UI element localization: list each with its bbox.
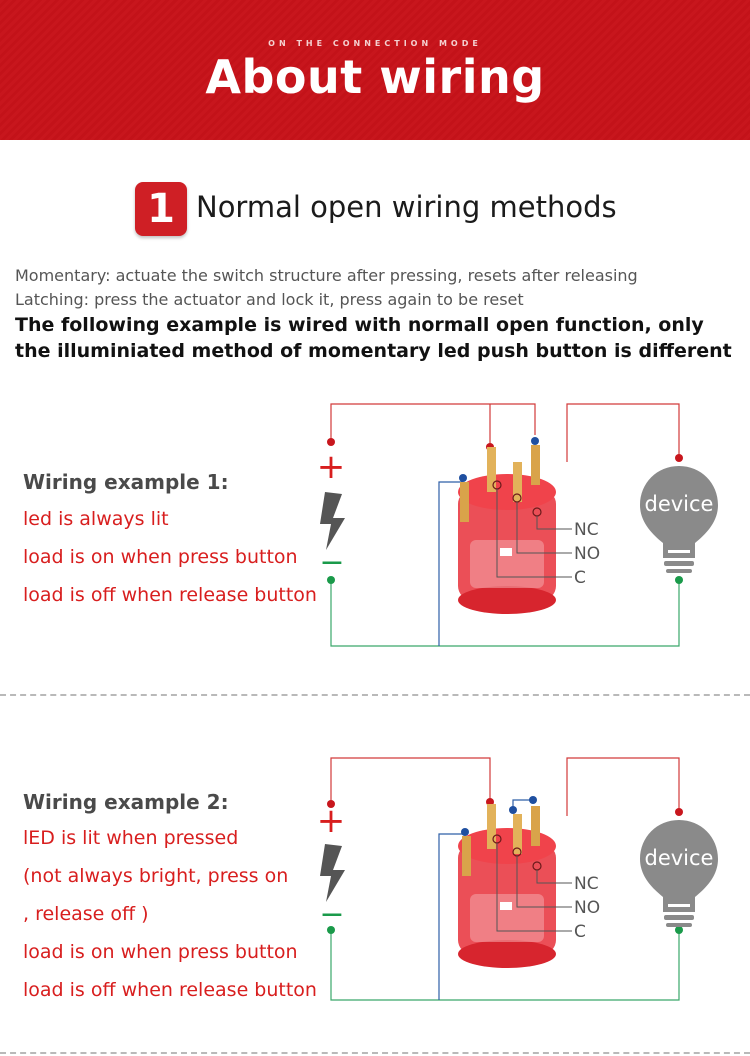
device-terminal-bottom bbox=[675, 926, 683, 934]
device-terminal-top bbox=[675, 808, 683, 816]
terminal-label-nc: NC bbox=[574, 520, 599, 540]
pin-dot-blue-2 bbox=[509, 806, 517, 814]
terminal-label-no: NO bbox=[574, 898, 600, 918]
red-wire-device bbox=[566, 403, 680, 462]
push-button-switch bbox=[458, 445, 572, 614]
section-divider-2 bbox=[0, 1052, 750, 1054]
example-2-line-4: load is on when press button bbox=[23, 941, 298, 963]
terminal-label-no: NO bbox=[574, 544, 600, 564]
wiring-diagram-1: + − NC NO C device bbox=[317, 403, 718, 647]
terminal-label-nc: NC bbox=[574, 874, 599, 894]
plus-sign: + bbox=[317, 801, 346, 841]
power-plus-terminal bbox=[327, 438, 335, 446]
section-divider-1 bbox=[0, 694, 750, 696]
section-number-badge: 1 bbox=[135, 182, 187, 236]
example-1-line-2: load is on when press button bbox=[23, 546, 298, 568]
example-2-line-2: (not always bright, press on bbox=[23, 865, 289, 887]
red-wire-top bbox=[330, 403, 536, 440]
wiring-diagram-2: + − NC NO C device bbox=[317, 757, 718, 1001]
device-terminal-bottom bbox=[675, 576, 683, 584]
example-1-title: Wiring example 1: bbox=[23, 470, 229, 494]
plus-sign: + bbox=[317, 447, 346, 487]
green-wire bbox=[330, 930, 680, 1001]
example-2-line-1: lED is lit when pressed bbox=[23, 827, 239, 849]
pin-dot-blue-3 bbox=[529, 796, 537, 804]
example-1-line-1: led is always lit bbox=[23, 508, 169, 530]
blue-wire bbox=[438, 833, 465, 1000]
wiring-note: The following example is wired with norm… bbox=[15, 314, 732, 362]
power-minus-terminal bbox=[327, 926, 335, 934]
blue-wire bbox=[438, 481, 463, 646]
example-2-line-5: load is off when release button bbox=[23, 979, 317, 1001]
minus-sign: − bbox=[319, 897, 344, 932]
power-plus-terminal bbox=[327, 800, 335, 808]
red-wire-top bbox=[330, 757, 491, 802]
device-label: device bbox=[645, 846, 714, 870]
pin-dot-blue-1 bbox=[459, 474, 467, 482]
green-wire bbox=[330, 580, 680, 647]
header-banner: ON THE CONNECTION MODE About wiring bbox=[0, 0, 750, 140]
pin-dot-blue-1 bbox=[461, 828, 469, 836]
lightning-icon bbox=[320, 844, 345, 902]
terminal-label-c: C bbox=[574, 922, 586, 942]
example-1-line-3: load is off when release button bbox=[23, 584, 317, 606]
section-title: Normal open wiring methods bbox=[196, 190, 617, 224]
minus-sign: − bbox=[319, 545, 344, 580]
push-button-switch bbox=[458, 804, 572, 968]
device-terminal-top bbox=[675, 454, 683, 462]
power-minus-terminal bbox=[327, 576, 335, 584]
example-2-line-3: , release off ) bbox=[23, 903, 149, 925]
example-2-title: Wiring example 2: bbox=[23, 790, 229, 814]
momentary-description: Momentary: actuate the switch structure … bbox=[15, 266, 638, 285]
latching-description: Latching: press the actuator and lock it… bbox=[15, 290, 524, 309]
terminal-label-c: C bbox=[574, 568, 586, 588]
device-bulb-icon bbox=[640, 466, 718, 573]
red-wire-device bbox=[566, 757, 680, 816]
device-label: device bbox=[645, 492, 714, 516]
banner-title: About wiring bbox=[205, 50, 545, 104]
lightning-icon bbox=[320, 492, 345, 550]
banner-subtitle: ON THE CONNECTION MODE bbox=[268, 39, 482, 48]
device-bulb-icon bbox=[640, 820, 718, 927]
pin-dot-blue-2 bbox=[531, 437, 539, 445]
